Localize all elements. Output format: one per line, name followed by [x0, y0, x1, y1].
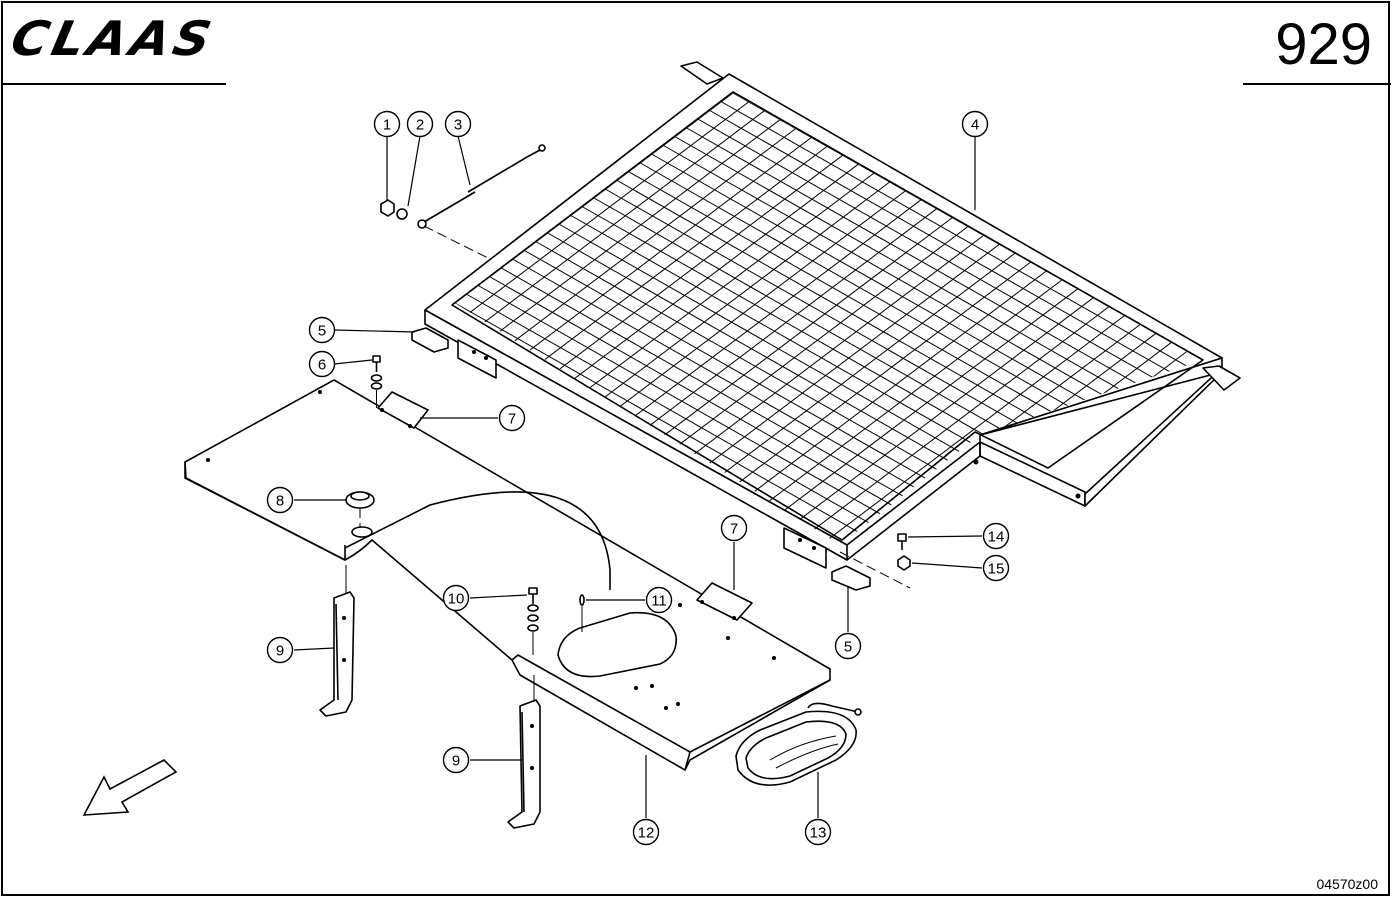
- callout-number: 13: [810, 825, 827, 842]
- grommet: [345, 491, 375, 528]
- header-rule-right: [1243, 83, 1391, 85]
- callout-number: 15: [988, 561, 1005, 578]
- bolt-upper: [370, 355, 383, 408]
- bracket-bottom: [831, 565, 871, 591]
- callout-13: 13: [804, 818, 832, 846]
- header-rule-left: [2, 83, 226, 85]
- pin: [579, 594, 585, 606]
- callout-circle: [442, 584, 470, 612]
- callout-8: 8: [266, 486, 294, 514]
- bolt-right: [839, 533, 911, 589]
- callout-6: 6: [308, 350, 336, 378]
- grating-crossbar: [455, 101, 749, 376]
- callout-circle: [308, 316, 336, 344]
- callout-2: 2: [406, 110, 434, 138]
- callout-number: 5: [844, 639, 852, 656]
- direction-arrow: [82, 759, 178, 816]
- callout-circle: [266, 636, 294, 664]
- gas-strut: [417, 144, 546, 229]
- callout-number: 1: [383, 117, 391, 134]
- callout-7: 7: [720, 514, 748, 542]
- callout-number: 11: [651, 593, 667, 610]
- drawing-code: 04570z00: [1316, 876, 1378, 892]
- callout-number: 9: [276, 643, 284, 660]
- callout-4: 4: [961, 110, 989, 138]
- callout-number: 2: [416, 117, 424, 134]
- callout-circle: [961, 110, 989, 138]
- callout-5: 5: [308, 316, 336, 344]
- bracket-top: [411, 327, 449, 353]
- callout-7: 7: [498, 404, 526, 432]
- floor-plate: [184, 379, 831, 771]
- washer: [396, 208, 408, 220]
- callout-9: 9: [266, 636, 294, 664]
- callout-number: 4: [971, 117, 979, 134]
- callout-1: 1: [373, 110, 401, 138]
- callout-10: 10: [442, 584, 470, 612]
- callout-number: 8: [276, 493, 284, 510]
- callout-circle: [982, 554, 1010, 582]
- callout-number: 7: [508, 411, 516, 428]
- callout-9: 9: [442, 746, 470, 774]
- callout-circle: [406, 110, 434, 138]
- callout-circle: [720, 514, 748, 542]
- callout-number: 9: [452, 753, 460, 770]
- callout-3: 3: [444, 110, 472, 138]
- callout-circle: [804, 818, 832, 846]
- callout-circle: [308, 350, 336, 378]
- hinge-upper: [377, 391, 429, 429]
- callout-number: 14: [988, 529, 1005, 546]
- callout-number: 6: [318, 357, 326, 374]
- callout-11: 11: [645, 586, 673, 614]
- callout-circle: [632, 818, 660, 846]
- callout-circle: [498, 404, 526, 432]
- callout-12: 12: [632, 818, 660, 846]
- callout-number: 12: [638, 825, 655, 842]
- callout-number: 7: [730, 521, 738, 538]
- cover-mat: [735, 702, 862, 786]
- callout-circle: [373, 110, 401, 138]
- support-right: [507, 675, 541, 829]
- callout-number: 5: [318, 323, 326, 340]
- bolt-lower: [527, 587, 539, 655]
- callout-number: 3: [454, 117, 462, 134]
- grating-panel: [424, 61, 1241, 569]
- callout-circle: [444, 110, 472, 138]
- leader-lines: [293, 135, 983, 818]
- callout-14: 14: [982, 522, 1010, 550]
- nut: [380, 199, 395, 217]
- callout-circle: [982, 522, 1010, 550]
- support-left: [319, 565, 355, 717]
- hinge-lower: [696, 582, 753, 621]
- page-number: 929: [1275, 12, 1372, 77]
- callout-circle: [442, 746, 470, 774]
- callout-15: 15: [982, 554, 1010, 582]
- callout-5: 5: [834, 632, 862, 660]
- callout-circle: [834, 632, 862, 660]
- callout-number: 10: [448, 591, 465, 608]
- callout-circle: [266, 486, 294, 514]
- callout-circle: [645, 586, 673, 614]
